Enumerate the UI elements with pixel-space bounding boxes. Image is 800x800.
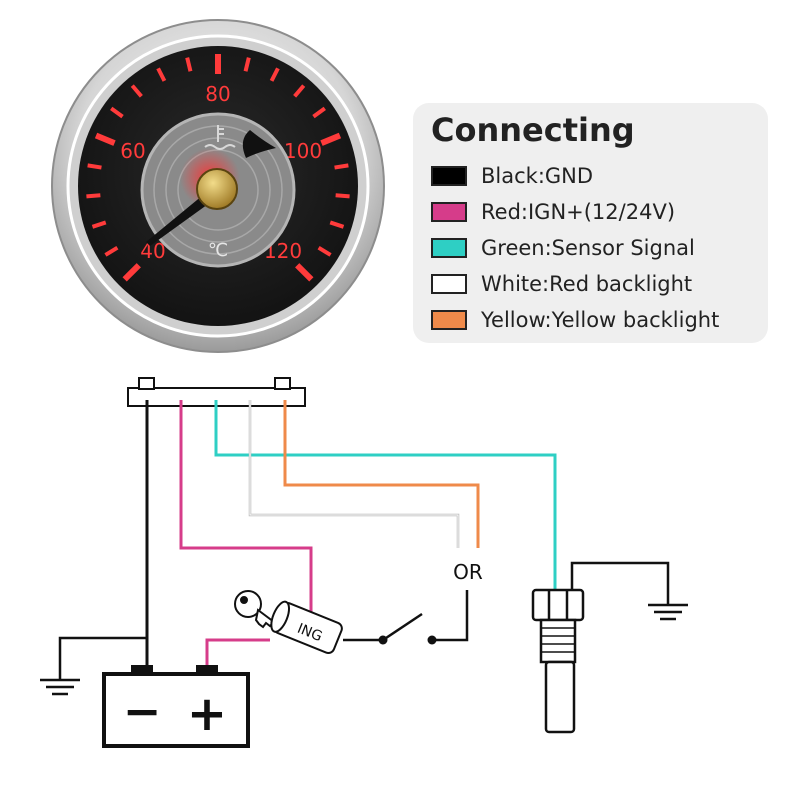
connection-legend: Connecting Black:GND Red:IGN+(12/24V) Gr…: [413, 103, 768, 343]
gauge-minor-tick: [86, 193, 101, 199]
gauge-minor-tick: [110, 106, 124, 119]
legend-swatch-black: [431, 166, 467, 186]
legend-swatch-red: [431, 202, 467, 222]
legend-label-white: White:Red backlight: [481, 272, 693, 296]
ground-symbol-sensor: [648, 603, 688, 621]
wire-red-battery: [205, 638, 270, 666]
legend-title: Connecting: [431, 111, 635, 149]
legend-item-white: White:Red backlight: [431, 269, 692, 299]
gauge-tick-marks: [86, 54, 350, 282]
legend-label-yellow: Yellow:Yellow backlight: [481, 308, 720, 332]
gauge-scale-label: 80: [205, 82, 230, 106]
wire-switch-feed: [432, 590, 469, 642]
gauge-minor-tick: [156, 67, 167, 82]
gauge-major-tick: [320, 132, 342, 146]
wire-yellow-backlight: [283, 400, 480, 548]
wire-white-backlight: [248, 400, 460, 548]
battery-minus-symbol: −: [123, 684, 162, 738]
legend-swatch-white: [431, 274, 467, 294]
gauge-major-tick: [94, 132, 116, 146]
wire-green-sensor: [214, 400, 557, 590]
gauge-minor-tick: [91, 220, 107, 229]
gauge-scale-label: 60: [120, 139, 145, 163]
gauge-unit-label: ℃: [208, 240, 228, 261]
ignition-cylinder: [270, 600, 343, 655]
gauge-minor-tick: [269, 67, 280, 82]
wire-sensor-ground: [570, 561, 670, 605]
gauge-minor-tick: [130, 84, 143, 98]
gauge-major-tick: [122, 263, 141, 282]
legend-item-red: Red:IGN+(12/24V): [431, 197, 675, 227]
or-label: OR: [453, 560, 483, 584]
gauge-minor-tick: [329, 220, 345, 229]
legend-item-yellow: Yellow:Yellow backlight: [431, 305, 719, 335]
gauge-needle-hub: [196, 168, 238, 210]
temperature-sensor: [531, 588, 585, 734]
gauge-needle-tail: [242, 130, 276, 158]
legend-item-black: Black:GND: [431, 161, 593, 191]
switch-lever: [382, 612, 423, 642]
wire-battery-ground: [58, 636, 147, 680]
ground-symbol-battery: [40, 678, 80, 696]
legend-swatch-green: [431, 238, 467, 258]
gauge-scale-label: 100: [284, 139, 322, 163]
legend-label-green: Green:Sensor Signal: [481, 236, 695, 260]
gauge-minor-tick: [185, 57, 193, 72]
sensor-thread-lines: [541, 627, 575, 653]
wire-red-ign: [179, 400, 313, 618]
gauge-minor-tick: [243, 57, 251, 72]
battery: [102, 665, 250, 748]
gauge-minor-tick: [104, 245, 119, 257]
legend-label-red: Red:IGN+(12/24V): [481, 200, 676, 224]
legend-swatch-yellow: [431, 310, 467, 330]
legend-label-black: Black:GND: [481, 164, 594, 188]
switch-contact-right: [427, 635, 437, 645]
legend-item-green: Green:Sensor Signal: [431, 233, 695, 263]
ignition-key-icon: [234, 590, 276, 629]
gauge-minor-tick: [312, 106, 326, 119]
battery-plus-symbol: +: [187, 686, 227, 742]
gauge-minor-tick: [87, 163, 102, 170]
gauge-connector-block: [127, 377, 306, 407]
coolant-temperature-icon: [204, 125, 236, 150]
gauge-major-tick: [295, 263, 314, 282]
wire-white-backlight-inner: [249, 400, 459, 548]
gauge-minor-tick: [293, 84, 306, 98]
gauge-minor-tick: [334, 163, 349, 170]
gauge-minor-tick: [317, 245, 332, 257]
gauge-minor-tick: [335, 193, 350, 199]
